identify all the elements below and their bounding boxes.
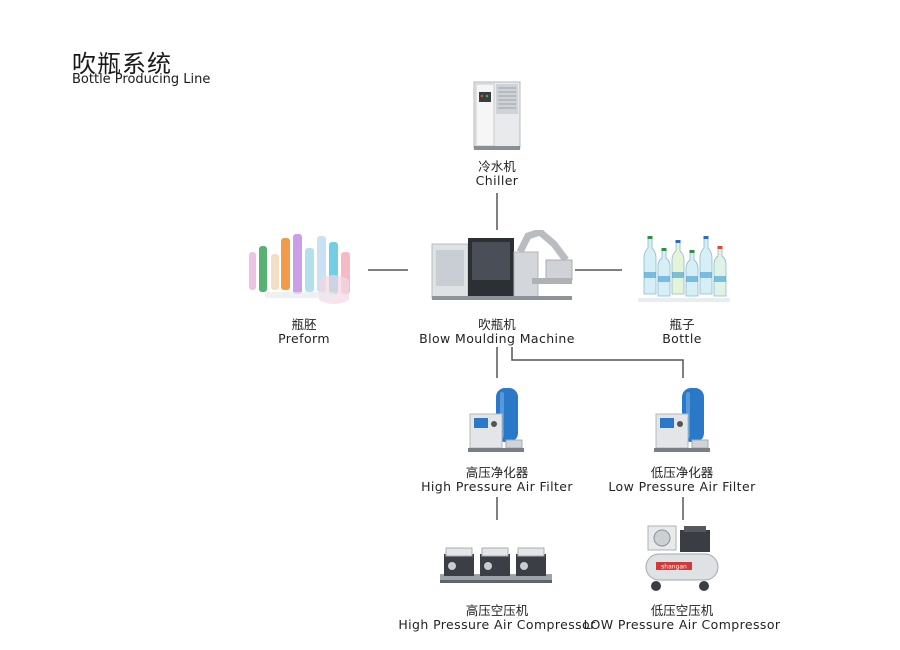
line-machine-lpfilter xyxy=(511,347,684,378)
hp-compressor-label: 高压空压机 High Pressure Air Compressor xyxy=(387,604,607,632)
preform-image xyxy=(249,234,350,304)
chiller-label-en: Chiller xyxy=(475,173,519,188)
hp-compressor-label-zh: 高压空压机 xyxy=(465,603,529,618)
hp-filter-label-zh: 高压净化器 xyxy=(465,465,529,480)
lp-compressor-image: shangan xyxy=(645,525,719,591)
bottle-label: 瓶子 Bottle xyxy=(572,318,792,346)
bottle-label-zh: 瓶子 xyxy=(669,317,695,332)
diagram-title: 吹瓶系统 xyxy=(72,50,172,78)
lp-compressor-label-en: LOW Pressure Air Compressor xyxy=(583,617,781,632)
blow-machine-image xyxy=(431,230,573,300)
preform-label-zh: 瓶胚 xyxy=(291,317,317,332)
hp-filter-label: 高压净化器 High Pressure Air Filter xyxy=(387,466,607,494)
chiller-label-zh: 冷水机 xyxy=(478,159,516,174)
lp-compressor-label-zh: 低压空压机 xyxy=(650,603,714,618)
preform-label: 瓶胚 Preform xyxy=(194,318,414,346)
lp-filter-image xyxy=(654,388,710,452)
preform-label-en: Preform xyxy=(278,331,330,346)
chiller-image xyxy=(473,81,521,150)
blow-machine-label-en: Blow Moulding Machine xyxy=(419,331,575,346)
hp-filter-label-en: High Pressure Air Filter xyxy=(421,479,573,494)
blow-machine-label: 吹瓶机 Blow Moulding Machine xyxy=(387,318,607,346)
lp-compressor-label: 低压空压机 LOW Pressure Air Compressor xyxy=(572,604,792,632)
compressor-brand-text: shangan xyxy=(661,564,687,571)
lp-filter-label-zh: 低压净化器 xyxy=(650,465,714,480)
hp-compressor-image xyxy=(440,547,552,583)
hp-filter-image xyxy=(468,388,524,452)
blow-machine-label-zh: 吹瓶机 xyxy=(478,317,516,332)
bottle-image xyxy=(638,236,730,302)
chiller-label: 冷水机 Chiller xyxy=(387,160,607,188)
bottle-label-en: Bottle xyxy=(662,331,702,346)
diagram-subtitle: Bottle Producing Line xyxy=(72,72,211,87)
hp-compressor-label-en: High Pressure Air Compressor xyxy=(398,617,596,632)
lp-filter-label-en: Low Pressure Air Filter xyxy=(608,479,756,494)
lp-filter-label: 低压净化器 Low Pressure Air Filter xyxy=(572,466,792,494)
